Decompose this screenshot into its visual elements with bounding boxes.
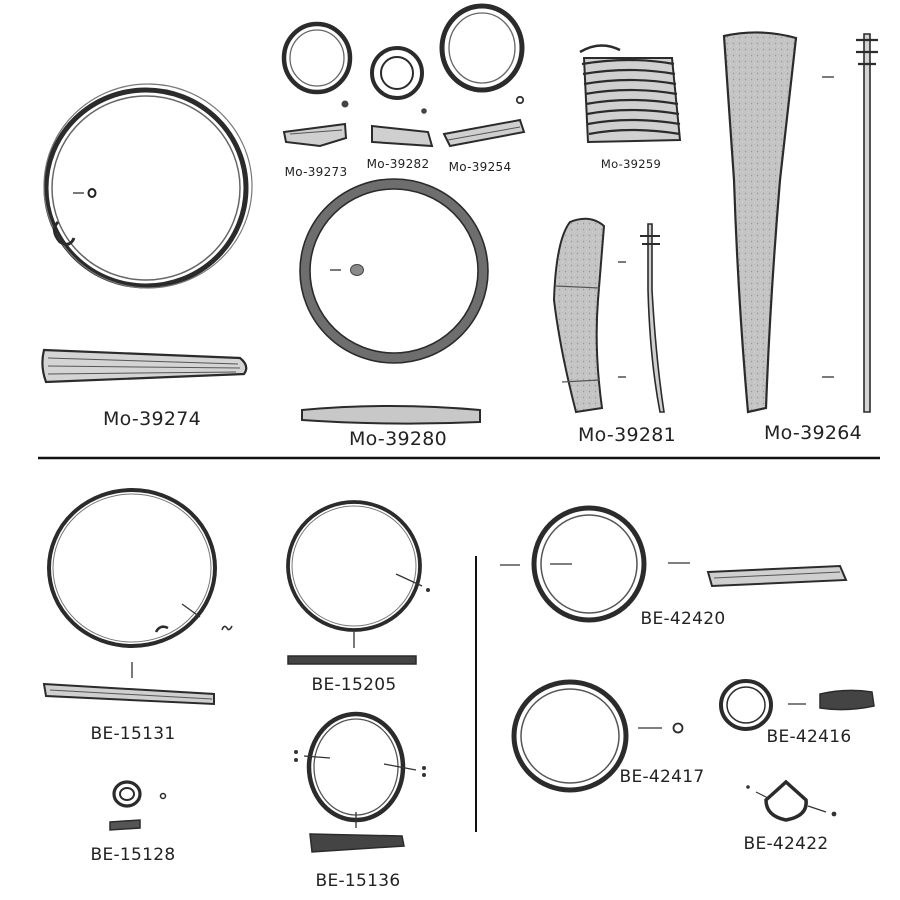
label-mo-39280: Mo-39280 (348, 428, 448, 450)
label-mo-39264: Mo-39264 (763, 422, 863, 444)
label-mo-39274: Mo-39274 (102, 408, 202, 430)
label-mo-39273: Mo-39273 (284, 165, 348, 179)
artifact-be-15128 (109, 780, 167, 831)
label-mo-39282: Mo-39282 (366, 157, 430, 171)
artifact-be-42417 (511, 679, 684, 793)
label-be-42417: BE-42417 (619, 767, 705, 787)
label-be-42422: BE-42422 (743, 834, 829, 854)
artifact-mo-39280-ring (299, 178, 489, 364)
label-mo-39259: Mo-39259 (600, 157, 662, 171)
artifact-mo-39280-side (301, 405, 481, 425)
artifact-mo-39264 (722, 31, 878, 414)
artifact-mo-39259 (579, 44, 682, 144)
label-mo-39254: Mo-39254 (448, 160, 512, 174)
artifact-mo-39254 (439, 3, 526, 148)
label-be-15131: BE-15131 (90, 724, 176, 744)
artifact-mo-39281 (552, 217, 665, 414)
artifact-be-15205 (286, 500, 430, 665)
artifact-mo-39274-side (41, 348, 248, 384)
label-be-15205: BE-15205 (311, 675, 397, 695)
label-be-15128: BE-15128 (90, 845, 176, 865)
cross-section (350, 264, 364, 276)
artifact-mo-39274-ring (43, 83, 253, 289)
label-mo-39281: Mo-39281 (577, 424, 677, 446)
artifact-mo-39282 (370, 46, 434, 148)
label-be-15136: BE-15136 (315, 871, 401, 891)
artifact-be-15136 (294, 711, 426, 853)
artifact-mo-39273 (281, 21, 353, 148)
cross-section (87, 188, 97, 198)
label-be-42416: BE-42416 (766, 727, 852, 747)
artifact-be-42420 (500, 505, 848, 623)
artifact-be-42416 (719, 679, 875, 731)
label-be-42420: BE-42420 (640, 609, 726, 629)
artifact-be-15131 (42, 488, 233, 706)
artifact-be-42422 (746, 779, 837, 822)
